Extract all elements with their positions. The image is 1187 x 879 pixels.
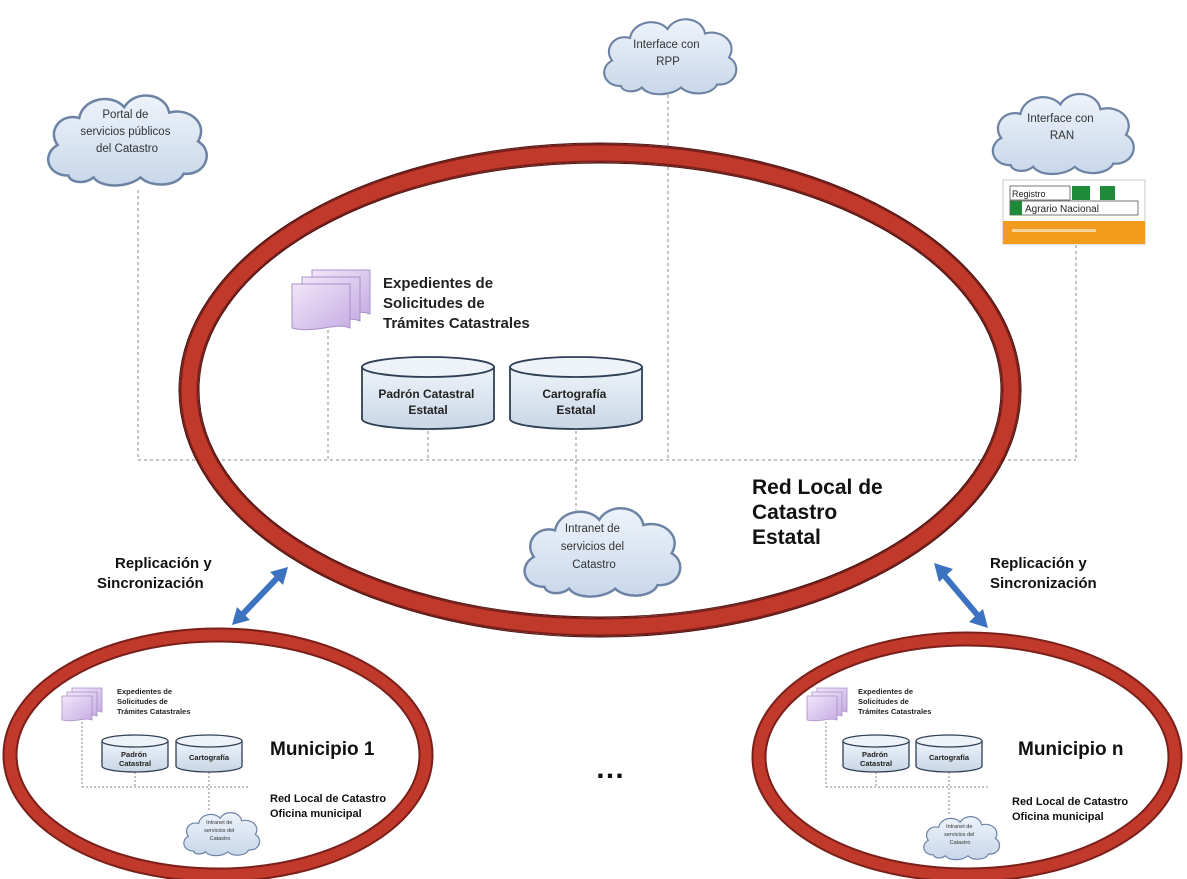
municipio-n-cartografia-db-icon: Cartografía [915, 734, 983, 773]
cartografia-database-icon: Cartografía Estatal [509, 356, 643, 430]
left-replication-label: Replicación y Sincronización [97, 555, 216, 592]
municipio-1-documents-icon [61, 687, 103, 722]
svg-text:Interface con RPP: Interface con RPP [633, 39, 703, 68]
municipio-1-network-label: Red Local de Catastro Oficina municipal [270, 793, 389, 820]
municipio-1-padron-db-icon: Padrón Catastral [101, 734, 169, 773]
svg-text:Expedientes de Solicitud: Expedientes de Solicitudes de Trámites C… [117, 687, 190, 716]
svg-text:Padrón Catastral: Padrón Catastral [119, 750, 151, 768]
portal-line-3: del Catastro [96, 143, 158, 155]
municipio-n-padron-db-icon: Padrón Catastral [842, 734, 910, 773]
municipio-1-network: Expedientes de Solicitudes de Trámites C… [2, 627, 434, 879]
ran-cloud: Interface con RAN [991, 92, 1135, 176]
left-replication-arrow [232, 567, 288, 625]
svg-text:Cartografía: Cartografía [929, 753, 970, 762]
ran-logo-line2: Agrario Nacional [1025, 204, 1099, 215]
right-replication-label: Replicación y Sincronización [990, 555, 1097, 592]
municipio-n-intranet-cloud: Intranet de servicios del Catastro [923, 816, 1001, 861]
central-network-label: Red Local de Catastro Estatal [752, 476, 889, 549]
central-network-ring [178, 142, 1022, 638]
svg-text:Cartografía: Cartografía [189, 753, 230, 762]
portal-cloud: Portal de servicios públicos del Catastr… [46, 94, 209, 187]
municipio-n-documents-icon [806, 687, 848, 722]
svg-text:Padrón Catastral Estatal: Padrón Catastral Estatal [378, 387, 477, 417]
svg-text:Intranet de servicios: Intranet de servicios del Catastro [204, 820, 236, 842]
intranet-cloud: Intranet de servicios del Catastro [523, 506, 682, 598]
svg-text:Interface con RAN: Interface con RAN [1027, 113, 1097, 142]
svg-text:Cartografía Estatal: Cartografía Estatal [542, 387, 609, 417]
ran-logo: Registro Agrario Nacional [1002, 179, 1146, 245]
svg-text:Portal de servicios públ: Portal de servicios públicos del Catastr… [80, 109, 173, 155]
municipio-n-network: Expedientes de Solicitudes de Trámites C… [751, 631, 1183, 879]
municipio-n-title: Municipio n [1018, 739, 1124, 760]
svg-text:Intranet de servicios: Intranet de servicios del Catastro [944, 824, 976, 846]
portal-line-1: Portal de [102, 109, 148, 121]
portal-line-2: servicios públicos [80, 126, 170, 138]
svg-text:Expedientes de Solicitud: Expedientes de Solicitudes de Trámites C… [858, 687, 931, 716]
documents-stack-icon [291, 269, 371, 331]
municipio-1-intranet-cloud: Intranet de servicios del Catastro [183, 812, 261, 857]
ellipsis-label: … [595, 752, 625, 785]
ran-logo-line1: Registro [1012, 189, 1046, 199]
municipio-1-cartografia-db-icon: Cartografía [175, 734, 243, 773]
padron-database-icon: Padrón Catastral Estatal [361, 356, 495, 430]
svg-text:Intranet de servicios de: Intranet de servicios del Catastro [561, 523, 627, 571]
rpp-cloud: Interface con RPP [602, 18, 738, 96]
municipio-n-network-label: Red Local de Catastro Oficina municipal [1012, 796, 1131, 823]
right-replication-arrow [934, 563, 988, 628]
svg-text:Padrón Catastral: Padrón Catastral [860, 750, 892, 768]
municipio-1-title: Municipio 1 [270, 739, 375, 760]
central-documents-label: Expedientes de Solicitudes de Trámites C… [383, 275, 530, 332]
